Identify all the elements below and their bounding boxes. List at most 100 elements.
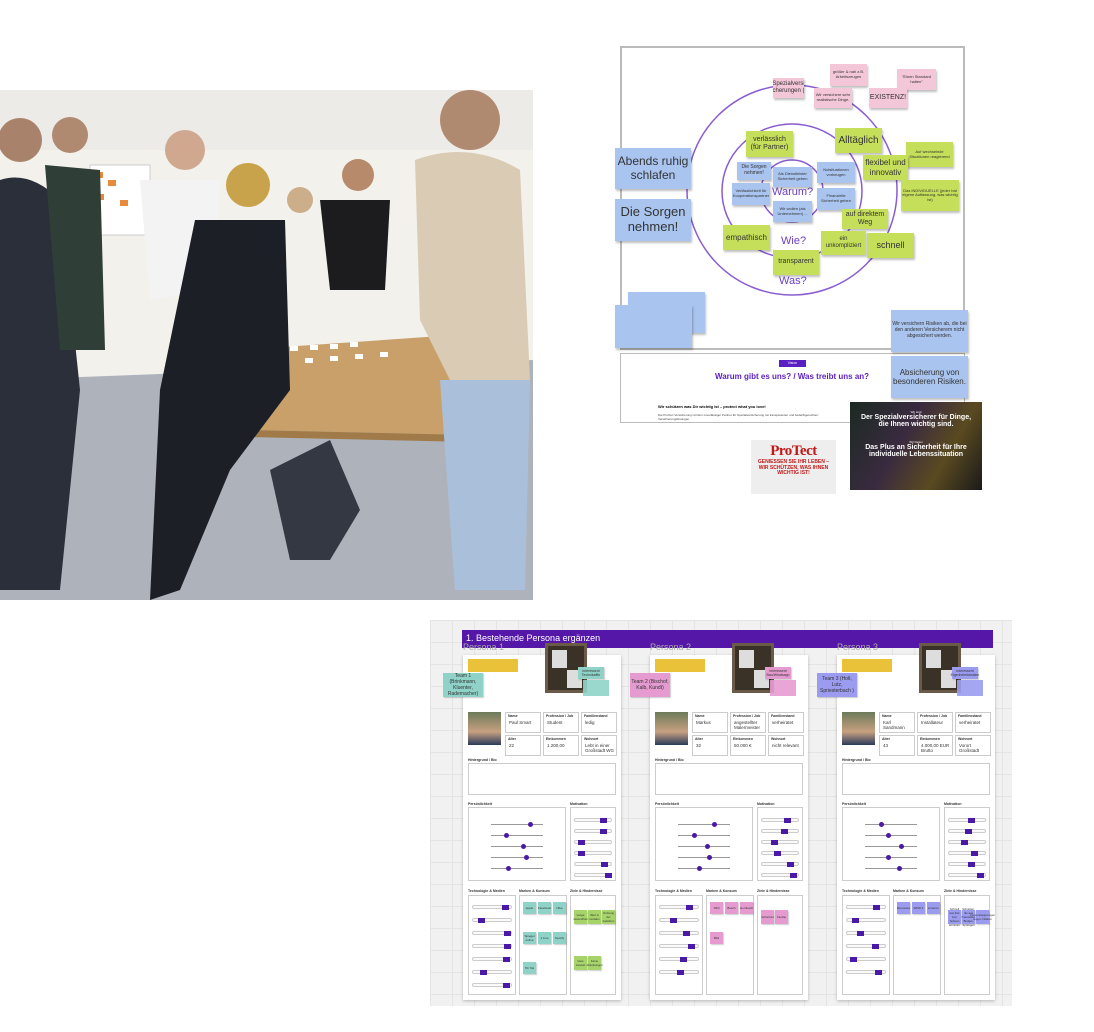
tech-bar[interactable] xyxy=(659,957,699,962)
brand-sticky[interactable]: Nike xyxy=(553,902,566,914)
bar-handle[interactable] xyxy=(600,829,608,834)
tech-bar[interactable] xyxy=(472,944,512,949)
bar-handle[interactable] xyxy=(578,840,586,845)
bio-box[interactable] xyxy=(655,763,803,795)
personality-slider[interactable] xyxy=(678,866,730,871)
bar-handle[interactable] xyxy=(479,970,487,975)
personality-slider[interactable] xyxy=(865,866,917,871)
tech-bar[interactable] xyxy=(472,970,512,975)
bio-box[interactable] xyxy=(468,763,616,795)
tech-bar[interactable] xyxy=(472,983,512,988)
slider-handle[interactable] xyxy=(524,855,530,860)
tech-bar[interactable] xyxy=(659,944,699,949)
bar-handle[interactable] xyxy=(786,862,794,867)
motivation-bar[interactable] xyxy=(948,873,986,878)
tag-sticky[interactable]: Interessent Technikaffin xyxy=(578,667,604,679)
goal-sticky[interactable]: Wert in sozialen xyxy=(588,910,601,924)
team-sticky[interactable]: Team 1 (Brinkmann, Kluenter, Rademacher) xyxy=(443,673,483,697)
personality-slider[interactable] xyxy=(491,844,543,849)
goal-sticky[interactable]: Gute Auszeit xyxy=(574,956,587,970)
sticky-note[interactable]: Die Sorgen nehmen! xyxy=(615,199,691,241)
goal-sticky[interactable]: Kostensteigerungen wegen Inflation xyxy=(970,910,995,924)
slider-handle[interactable] xyxy=(691,833,697,838)
personality-slider[interactable] xyxy=(678,833,730,838)
slider-handle[interactable] xyxy=(707,855,713,860)
sticky-note[interactable]: Auf wechselnde Situationen reagierend xyxy=(906,142,953,167)
tech-bar[interactable] xyxy=(472,931,512,936)
sticky-note[interactable]: Wir wollen (als Unternehmen) ... xyxy=(773,201,812,222)
sticky-note[interactable]: Wir versichere sehr realistische Dinge. xyxy=(814,88,852,108)
brand-sticky[interactable]: Stihl xyxy=(710,902,723,914)
bar-handle[interactable] xyxy=(780,829,788,834)
bar-handle[interactable] xyxy=(504,931,512,936)
bar-handle[interactable] xyxy=(789,873,797,878)
tech-bar[interactable] xyxy=(659,931,699,936)
bar-handle[interactable] xyxy=(851,918,859,923)
bar-handle[interactable] xyxy=(964,829,972,834)
brand-sticky[interactable]: Spiegel online xyxy=(523,932,536,944)
sticky-note[interactable]: verlässlich (für Partner) xyxy=(746,131,793,157)
personality-slider[interactable] xyxy=(865,855,917,860)
tech-bar[interactable] xyxy=(846,905,886,910)
bar-handle[interactable] xyxy=(601,862,609,867)
tech-bar[interactable] xyxy=(472,905,512,910)
motivation-bar[interactable] xyxy=(948,829,986,834)
sticky-note[interactable]: Wir versichern Risiken ab, die bei den a… xyxy=(891,310,968,352)
slider-handle[interactable] xyxy=(899,844,905,849)
bar-handle[interactable] xyxy=(679,957,687,962)
goal-sticky[interactable]: Schnell aus Zeit zum Sehnen kommen xyxy=(948,907,961,927)
slider-handle[interactable] xyxy=(704,844,710,849)
motivation-bar[interactable] xyxy=(761,862,799,867)
bar-handle[interactable] xyxy=(967,862,975,867)
personality-slider[interactable] xyxy=(865,833,917,838)
tag-sticky[interactable]: Interessent Bau/Whatsapp xyxy=(765,667,791,679)
sticky-note[interactable]: Spezialversi cherungen ( xyxy=(773,78,804,98)
brand-sticky[interactable]: Hornbach xyxy=(740,902,753,914)
slider-handle[interactable] xyxy=(886,855,892,860)
motivation-bar[interactable] xyxy=(574,873,613,878)
personality-slider[interactable] xyxy=(678,822,730,827)
bar-handle[interactable] xyxy=(873,905,881,910)
personality-slider[interactable] xyxy=(491,822,543,827)
sticky-note[interactable]: empathisch xyxy=(723,225,770,250)
bar-handle[interactable] xyxy=(856,931,864,936)
personality-slider[interactable] xyxy=(678,855,730,860)
tech-bar[interactable] xyxy=(472,918,512,923)
bar-handle[interactable] xyxy=(961,840,969,845)
personality-slider[interactable] xyxy=(865,822,917,827)
brand-sticky[interactable]: Spotify xyxy=(553,932,566,944)
tech-bar[interactable] xyxy=(659,918,699,923)
brand-sticky[interactable]: WDR 2 xyxy=(912,902,925,914)
bar-handle[interactable] xyxy=(970,851,978,856)
personality-slider[interactable] xyxy=(865,844,917,849)
bar-handle[interactable] xyxy=(477,918,485,923)
motivation-bar[interactable] xyxy=(948,840,986,845)
motivation-bar[interactable] xyxy=(574,840,612,845)
motivation-bar[interactable] xyxy=(761,818,799,823)
sticky-note[interactable]: Das INDIVIDUELLE (jeder hat eigene Auffa… xyxy=(901,180,959,211)
tech-bar[interactable] xyxy=(472,957,512,962)
tech-bar[interactable] xyxy=(659,905,699,910)
brand-sticky[interactable]: Tik Tok xyxy=(523,962,536,974)
slider-handle[interactable] xyxy=(896,866,902,871)
sticky-note[interactable]: Als Dienstleister Sicherheit geben xyxy=(773,167,812,187)
sticky-note[interactable]: "Einen Standard halten" xyxy=(897,69,936,90)
team-sticky[interactable]: Team 3 (Holt, Lutz, Spriesterbach ) xyxy=(817,673,857,697)
bar-handle[interactable] xyxy=(688,944,696,949)
tech-bar[interactable] xyxy=(846,931,886,936)
brand-sticky[interactable]: Bild xyxy=(710,932,723,944)
tech-bar[interactable] xyxy=(846,944,886,949)
sticky-note[interactable]: Alltäglich xyxy=(835,128,882,153)
motivation-bar[interactable] xyxy=(574,829,612,834)
